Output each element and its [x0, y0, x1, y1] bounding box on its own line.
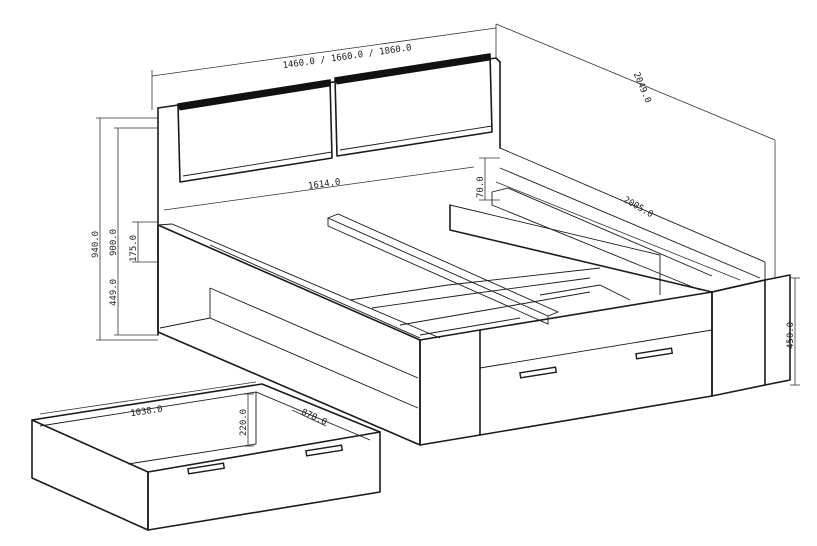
dim-label-drawer-depth: 878.0 — [299, 407, 328, 428]
drawer-handle — [635, 347, 674, 360]
headboard-cushion-left — [177, 79, 333, 183]
dim-label-headboard-height: 940.0 — [91, 231, 101, 258]
drawer-handle — [519, 366, 558, 379]
dim-label-drawer-height: 220.0 — [239, 409, 249, 436]
dim-label-head-gap: 70.0 — [476, 176, 486, 198]
bed-frame — [157, 147, 791, 446]
dim-label-side-height: 449.0 — [109, 279, 119, 306]
drawer-handle — [187, 462, 226, 475]
dim-label-inner-length: 2005.0 — [621, 195, 654, 220]
dim-label-frame-height: 450.0 — [786, 322, 796, 349]
dim-label-headboard-inner-height: 900.0 — [109, 229, 119, 256]
drawer-handle — [305, 444, 344, 457]
bed-slats — [326, 213, 631, 336]
dimension-lines — [39, 23, 800, 447]
dim-label-frame-top: 175.0 — [129, 235, 139, 262]
pulled-drawer — [31, 383, 381, 531]
foot-drawer — [519, 347, 674, 379]
dim-label-width: 1460.0 / 1660.0 / 1860.0 — [282, 43, 412, 71]
dim-label-inner-width: 1614.0 — [308, 177, 342, 191]
dim-label-drawer-length: 1038.0 — [130, 405, 164, 419]
headboard-cushion-right — [334, 53, 493, 157]
